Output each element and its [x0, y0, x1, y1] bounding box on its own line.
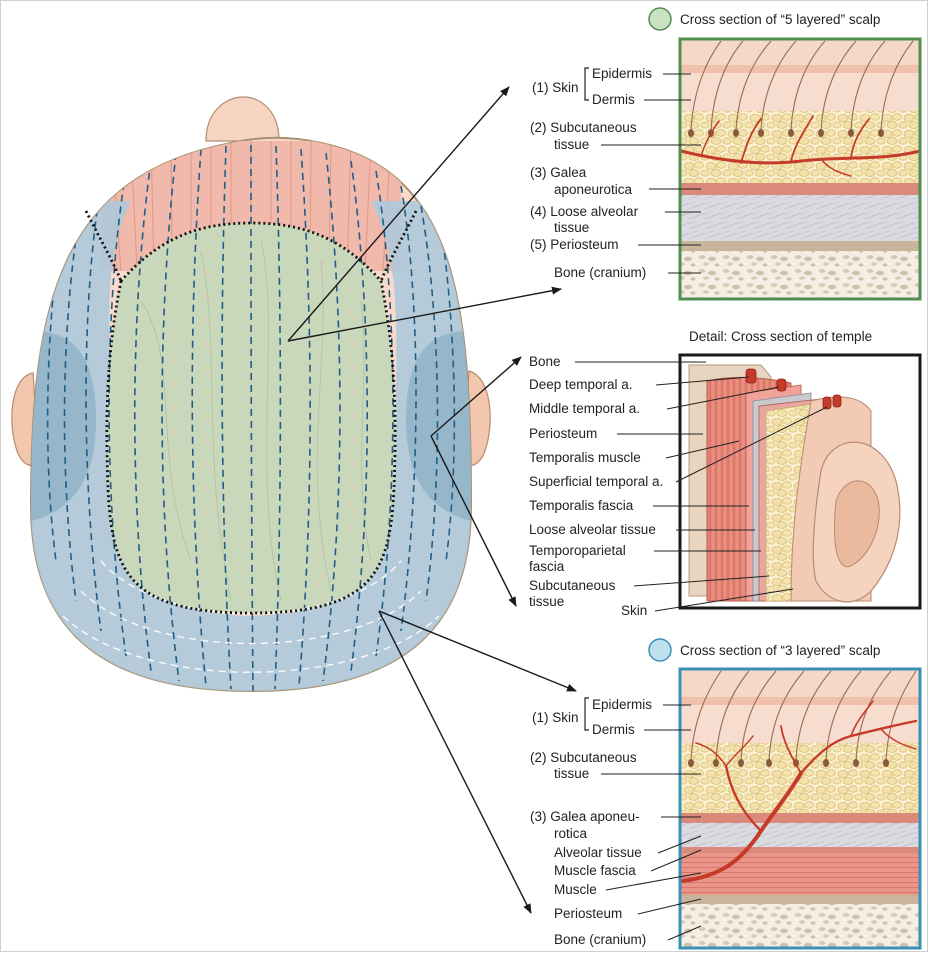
five-layer-panel: Cross section of “5 layered” scalp	[530, 7, 922, 301]
label-temple-loose-alveolar: Loose alveolar tissue	[529, 522, 656, 537]
nose	[205, 96, 280, 142]
temple-panel: Detail: Cross section of temple	[529, 329, 922, 618]
label-dermis-3: Dermis	[592, 722, 635, 737]
three-layer-panel: Cross section of “3 layered” scalp	[530, 638, 922, 950]
label-bone-3: Bone (cranium)	[554, 932, 646, 947]
label-subcutaneous-3a: (2) Subcutaneous	[530, 750, 637, 765]
label-temporoparietal-b: fascia	[529, 559, 565, 574]
five-layer-section	[679, 39, 922, 299]
five-layer-frame	[678, 37, 922, 301]
three-layer-title: Cross section of “3 layered” scalp	[680, 643, 880, 658]
label-temple-periosteum: Periosteum	[529, 426, 597, 441]
label-deep-temporal: Deep temporal a.	[529, 377, 633, 392]
three-layer-section	[681, 669, 920, 948]
label-bone-5: Bone (cranium)	[554, 265, 646, 280]
label-galea-5b: aponeurotica	[554, 182, 633, 197]
label-alveolar-3: Alveolar tissue	[554, 845, 642, 860]
head-top-view	[11, 96, 491, 693]
pointer-arrows	[287, 86, 577, 914]
label-galea-3b: rotica	[554, 826, 588, 841]
label-temple-bone: Bone	[529, 354, 561, 369]
label-subcutaneous-3b: tissue	[554, 766, 589, 781]
galea-boundary	[105, 221, 397, 615]
label-temporalis-fascia: Temporalis fascia	[529, 498, 634, 513]
label-middle-temporal: Middle temporal a.	[529, 401, 640, 416]
label-loose-5b: tissue	[554, 220, 589, 235]
label-temple-skin: Skin	[621, 603, 647, 618]
label-loose-5a: (4) Loose alveolar	[530, 204, 639, 219]
label-temple-subcutaneous-b: tissue	[529, 594, 564, 609]
label-epidermis-3: Epidermis	[592, 697, 652, 712]
five-layer-title: Cross section of “5 layered” scalp	[680, 12, 880, 27]
label-dermis-5: Dermis	[592, 92, 635, 107]
label-subcutaneous-5a: (2) Subcutaneous	[530, 120, 637, 135]
label-galea-3a: (3) Galea aponeu-	[530, 809, 640, 824]
label-epidermis-5: Epidermis	[592, 66, 652, 81]
five-layer-marker	[648, 7, 672, 31]
label-periosteum-5: (5) Periosteum	[530, 237, 619, 252]
temple-section	[688, 364, 901, 603]
label-periosteum-3: Periosteum	[554, 906, 622, 921]
three-layer-marker	[648, 638, 672, 662]
label-galea-5a: (3) Galea	[530, 165, 587, 180]
label-skin-3: (1) Skin	[532, 710, 579, 725]
label-muscle-3: Muscle	[554, 882, 597, 897]
label-subcutaneous-5b: tissue	[554, 137, 589, 152]
label-muscle-fascia-3: Muscle fascia	[554, 863, 636, 878]
label-temporoparietal-a: Temporoparietal	[529, 543, 626, 558]
meridian-lines	[46, 144, 456, 691]
label-temple-subcutaneous-a: Subcutaneous	[529, 578, 616, 593]
temple-title: Detail: Cross section of temple	[689, 329, 872, 344]
label-superficial-temporal: Superficial temporal a.	[529, 474, 663, 489]
three-layer-frame	[678, 667, 922, 950]
label-skin-5: (1) Skin	[532, 80, 579, 95]
label-temporalis-muscle: Temporalis muscle	[529, 450, 641, 465]
